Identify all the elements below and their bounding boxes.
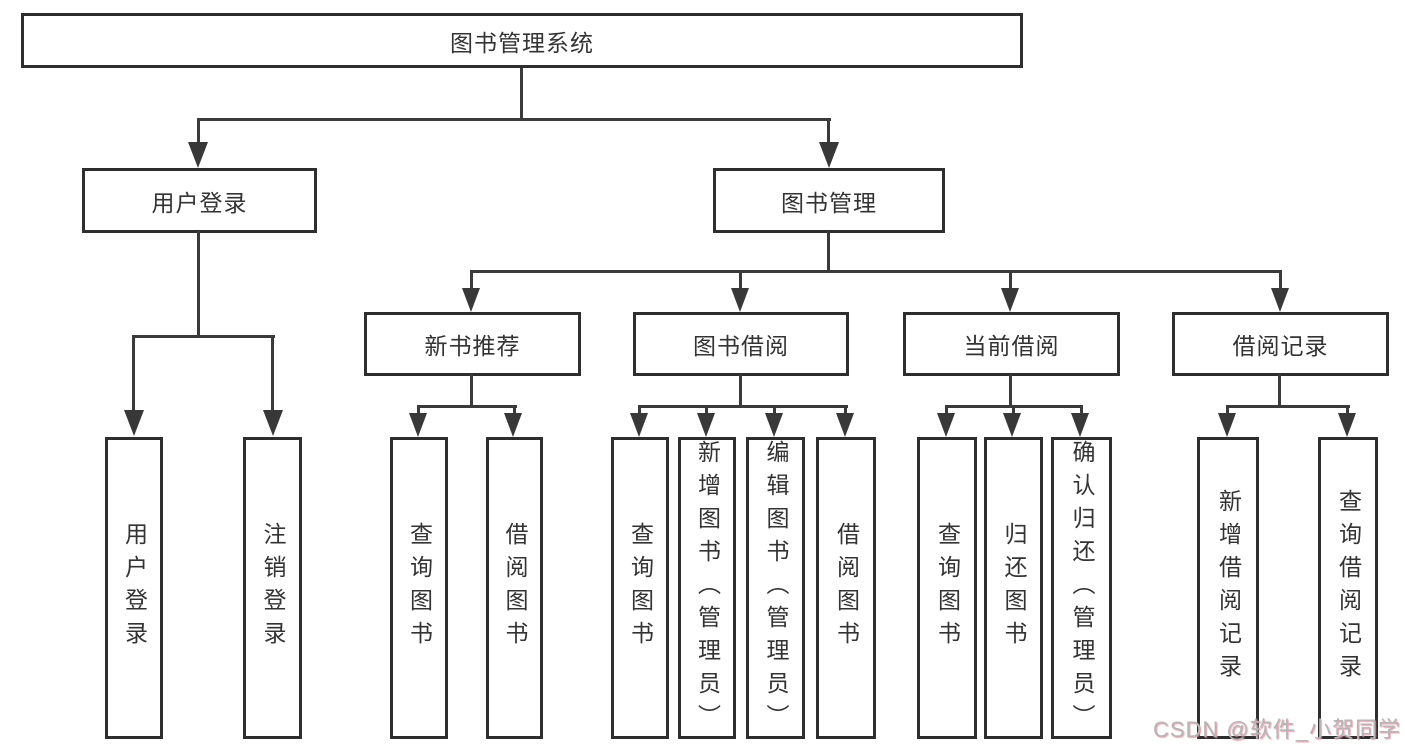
leaf-logout-login: 注销登录 bbox=[243, 437, 302, 739]
csdn-watermark: CSDN @软件_小贺同学 bbox=[1152, 717, 1401, 742]
connector-drop-user-login bbox=[197, 118, 200, 144]
node-book-borrow: 图书借阅 bbox=[633, 312, 849, 376]
leaf-borrow-book: 借阅图书 bbox=[816, 437, 876, 739]
connector-drop-leaf bbox=[417, 405, 420, 415]
node-label: 当前借阅 bbox=[963, 333, 1060, 359]
connector-root-stem bbox=[520, 68, 523, 120]
arrowhead-down-icon bbox=[409, 413, 427, 437]
leaf-query-book-recommend: 查询图书 bbox=[390, 437, 448, 739]
connector-stem bbox=[470, 374, 473, 407]
leaf-label: 用户登录 bbox=[121, 522, 148, 654]
arrowhead-down-icon bbox=[462, 288, 480, 312]
connector-drop-leaf bbox=[271, 335, 274, 411]
connector-drop-leaf bbox=[513, 405, 516, 415]
connector-book-mgmt-split bbox=[470, 270, 1282, 273]
leaf-label: 借阅图书 bbox=[833, 522, 860, 654]
arrowhead-down-icon bbox=[765, 413, 783, 437]
arrowhead-down-icon bbox=[1218, 413, 1236, 437]
connector-drop-leaf bbox=[1012, 405, 1015, 415]
node-label: 图书借阅 bbox=[693, 333, 789, 359]
connector-book-mgmt-stem bbox=[827, 231, 830, 272]
leaf-label: 查询图书 bbox=[627, 522, 654, 654]
connector-stem bbox=[739, 374, 742, 407]
connector-drop-node bbox=[470, 270, 473, 288]
leaf-query-borrow-record: 查询借阅记录 bbox=[1318, 437, 1378, 739]
leaf-borrow-book-recommend: 借阅图书 bbox=[486, 437, 543, 739]
connector-drop-node bbox=[739, 270, 742, 288]
leaf-label: 借阅图书 bbox=[502, 522, 528, 654]
leaf-label: 编辑图书（管理员） bbox=[763, 440, 789, 737]
leaf-label: 查询图书 bbox=[406, 522, 433, 654]
node-label: 图书管理 bbox=[781, 189, 877, 216]
connector-drop-leaf bbox=[844, 405, 847, 415]
connector-stem bbox=[1278, 374, 1281, 407]
arrowhead-down-icon bbox=[630, 413, 648, 437]
node-user-login: 用户登录 bbox=[82, 168, 317, 233]
leaf-label: 新增图书（管理员） bbox=[694, 440, 721, 737]
connector-drop-leaf bbox=[705, 405, 708, 415]
connector-root-split bbox=[197, 118, 831, 121]
arrowhead-down-icon bbox=[836, 413, 854, 437]
leaf-add-book-admin: 新增图书（管理员） bbox=[678, 437, 736, 739]
leaf-label: 确认归还（管理员） bbox=[1069, 440, 1095, 737]
leaf-label: 归还图书 bbox=[1001, 522, 1027, 654]
leaf-label: 注销登录 bbox=[260, 522, 286, 654]
connector-split bbox=[638, 405, 848, 408]
leaf-query-book-current: 查询图书 bbox=[917, 437, 977, 739]
connector-drop-leaf bbox=[1080, 405, 1083, 415]
arrowhead-down-icon bbox=[1271, 288, 1289, 312]
arrowhead-down-icon bbox=[819, 142, 839, 168]
arrowhead-down-icon bbox=[1338, 413, 1356, 437]
connector-split bbox=[417, 405, 517, 408]
connector-user-login-stem bbox=[197, 231, 200, 337]
arrowhead-down-icon bbox=[504, 413, 522, 437]
node-label: 用户登录 bbox=[151, 189, 248, 216]
leaf-label: 查询借阅记录 bbox=[1335, 489, 1362, 687]
node-label: 借阅记录 bbox=[1232, 333, 1329, 359]
node-current-borrow: 当前借阅 bbox=[903, 312, 1120, 376]
connector-drop-leaf bbox=[945, 405, 948, 415]
leaf-return-book: 归还图书 bbox=[984, 437, 1043, 739]
arrowhead-down-icon bbox=[188, 142, 208, 168]
leaf-user-login: 用户登录 bbox=[105, 437, 163, 739]
leaf-edit-book-admin: 编辑图书（管理员） bbox=[746, 437, 805, 739]
node-library-management-system: 图书管理系统 bbox=[21, 13, 1023, 68]
connector-split bbox=[1226, 405, 1350, 408]
arrowhead-down-icon bbox=[1071, 413, 1089, 437]
connector-drop-leaf bbox=[1226, 405, 1229, 415]
leaf-label: 查询图书 bbox=[934, 522, 961, 654]
arrowhead-down-icon bbox=[937, 413, 955, 437]
connector-drop-node bbox=[1009, 270, 1012, 288]
node-new-book-recommend: 新书推荐 bbox=[364, 312, 581, 376]
connector-drop-leaf bbox=[1346, 405, 1349, 415]
arrowhead-down-icon bbox=[124, 410, 144, 436]
node-book-management: 图书管理 bbox=[713, 168, 945, 233]
leaf-confirm-return-admin: 确认归还（管理员） bbox=[1051, 437, 1112, 739]
node-label: 图书管理系统 bbox=[450, 29, 594, 56]
arrowhead-down-icon bbox=[263, 410, 283, 436]
leaf-add-borrow-record: 新增借阅记录 bbox=[1197, 437, 1259, 739]
node-borrow-record: 借阅记录 bbox=[1172, 312, 1389, 376]
node-label: 新书推荐 bbox=[424, 333, 521, 359]
arrowhead-down-icon bbox=[731, 288, 749, 312]
connector-user-login-split bbox=[132, 335, 275, 338]
connector-drop-book-mgmt bbox=[827, 118, 830, 144]
leaf-query-book-borrow: 查询图书 bbox=[611, 437, 669, 739]
leaf-label: 新增借阅记录 bbox=[1215, 489, 1242, 687]
connector-drop-leaf bbox=[638, 405, 641, 415]
connector-stem bbox=[1009, 374, 1012, 407]
connector-drop-leaf bbox=[132, 335, 135, 411]
arrowhead-down-icon bbox=[697, 413, 715, 437]
connector-drop-node bbox=[1279, 270, 1282, 288]
arrowhead-down-icon bbox=[1003, 413, 1021, 437]
arrowhead-down-icon bbox=[1001, 288, 1019, 312]
connector-drop-leaf bbox=[773, 405, 776, 415]
